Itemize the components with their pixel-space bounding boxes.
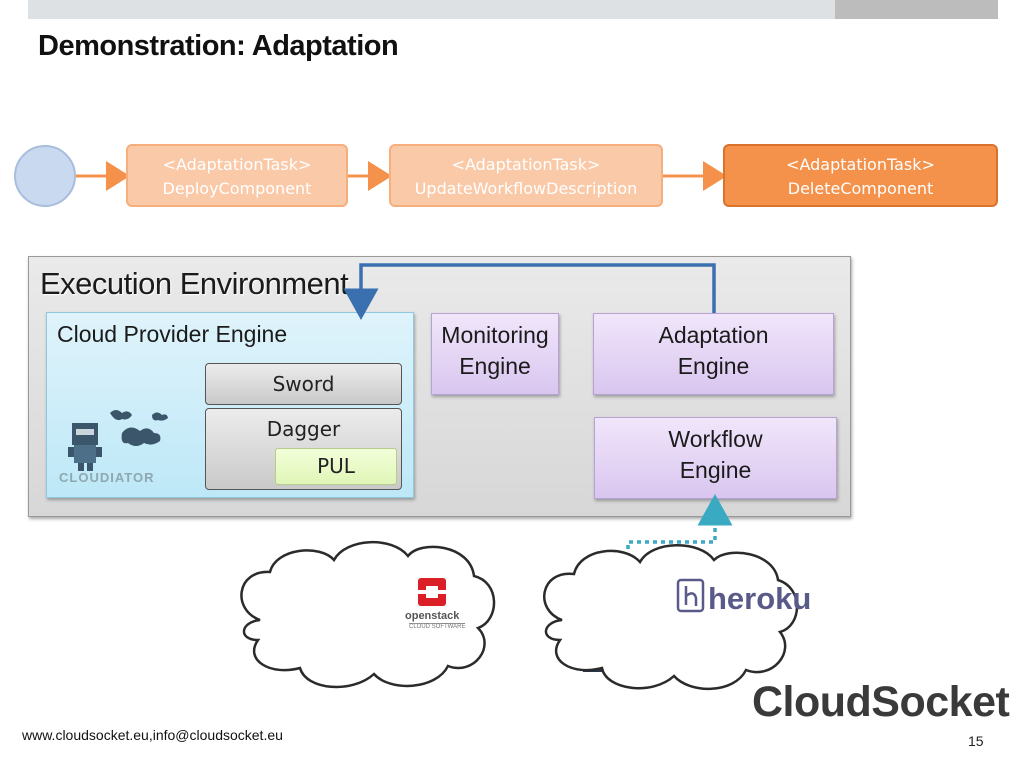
task-tag: <AdaptationTask>	[162, 155, 312, 174]
page-number: 15	[968, 733, 984, 749]
adaptation-engine-line1: Adaptation	[658, 322, 769, 348]
task-tag: <AdaptationTask>	[786, 155, 935, 174]
openstack-sublabel: CLOUD SOFTWARE	[409, 623, 466, 630]
monitoring-engine-line1: Monitoring	[441, 322, 549, 348]
openstack-icon	[418, 578, 446, 606]
pul-component[interactable]: PUL	[275, 448, 397, 485]
task-name: UpdateWorkflowDescription	[414, 179, 638, 198]
task-delete-component[interactable]: <AdaptationTask> DeleteComponent	[723, 144, 998, 207]
monitoring-engine-box[interactable]: Monitoring Engine	[431, 313, 559, 395]
task-update-workflow-description[interactable]: <AdaptationTask> UpdateWorkflowDescripti…	[389, 144, 663, 207]
cloud-right	[543, 544, 799, 690]
adaptation-feedback-connector	[343, 263, 716, 320]
workflow-engine-line1: Workflow	[668, 426, 763, 452]
workflow-engine-box[interactable]: Workflow Engine	[594, 417, 837, 499]
pul-label: PUL	[317, 454, 355, 478]
adaptation-engine-box[interactable]: Adaptation Engine	[593, 313, 834, 395]
task-deploy-component[interactable]: <AdaptationTask> DeployComponent	[126, 144, 348, 207]
execution-environment-label: Execution Environment	[40, 266, 349, 301]
cloudsocket-logo: CloudSocket	[752, 678, 1010, 726]
start-event-circle	[14, 145, 76, 207]
top-bar-accent	[835, 0, 998, 19]
monitoring-engine-line2: Engine	[459, 353, 531, 379]
heroku-label: heroku	[708, 581, 812, 616]
sword-component[interactable]: Sword	[205, 363, 402, 405]
invoiceninja-label: InvoiceNinja	[588, 612, 647, 623]
heroku-icon	[676, 578, 705, 613]
slide-title: Demonstration: Adaptation	[38, 30, 399, 62]
task-name: DeleteComponent	[787, 179, 934, 198]
task-tag: <AdaptationTask>	[451, 155, 601, 174]
invoiceninja-envelope-icon	[595, 627, 661, 663]
workflow-engine-line2: Engine	[679, 457, 752, 483]
footer-contact[interactable]: www.cloudsocket.eu,info@cloudsocket.eu	[22, 727, 283, 743]
openstack-label: openstack	[405, 610, 460, 622]
dagger-label: Dagger	[266, 417, 341, 441]
adaptation-engine-line2: Engine	[677, 353, 750, 379]
sword-label: Sword	[272, 372, 335, 396]
task-name: DeployComponent	[162, 179, 312, 198]
cloudiator-logo-text: CLOUDIATOR	[59, 470, 155, 485]
cloud-provider-engine-label: Cloud Provider Engine	[57, 321, 288, 347]
cloudiator-logo-icon	[68, 410, 168, 471]
top-bar	[28, 0, 835, 19]
